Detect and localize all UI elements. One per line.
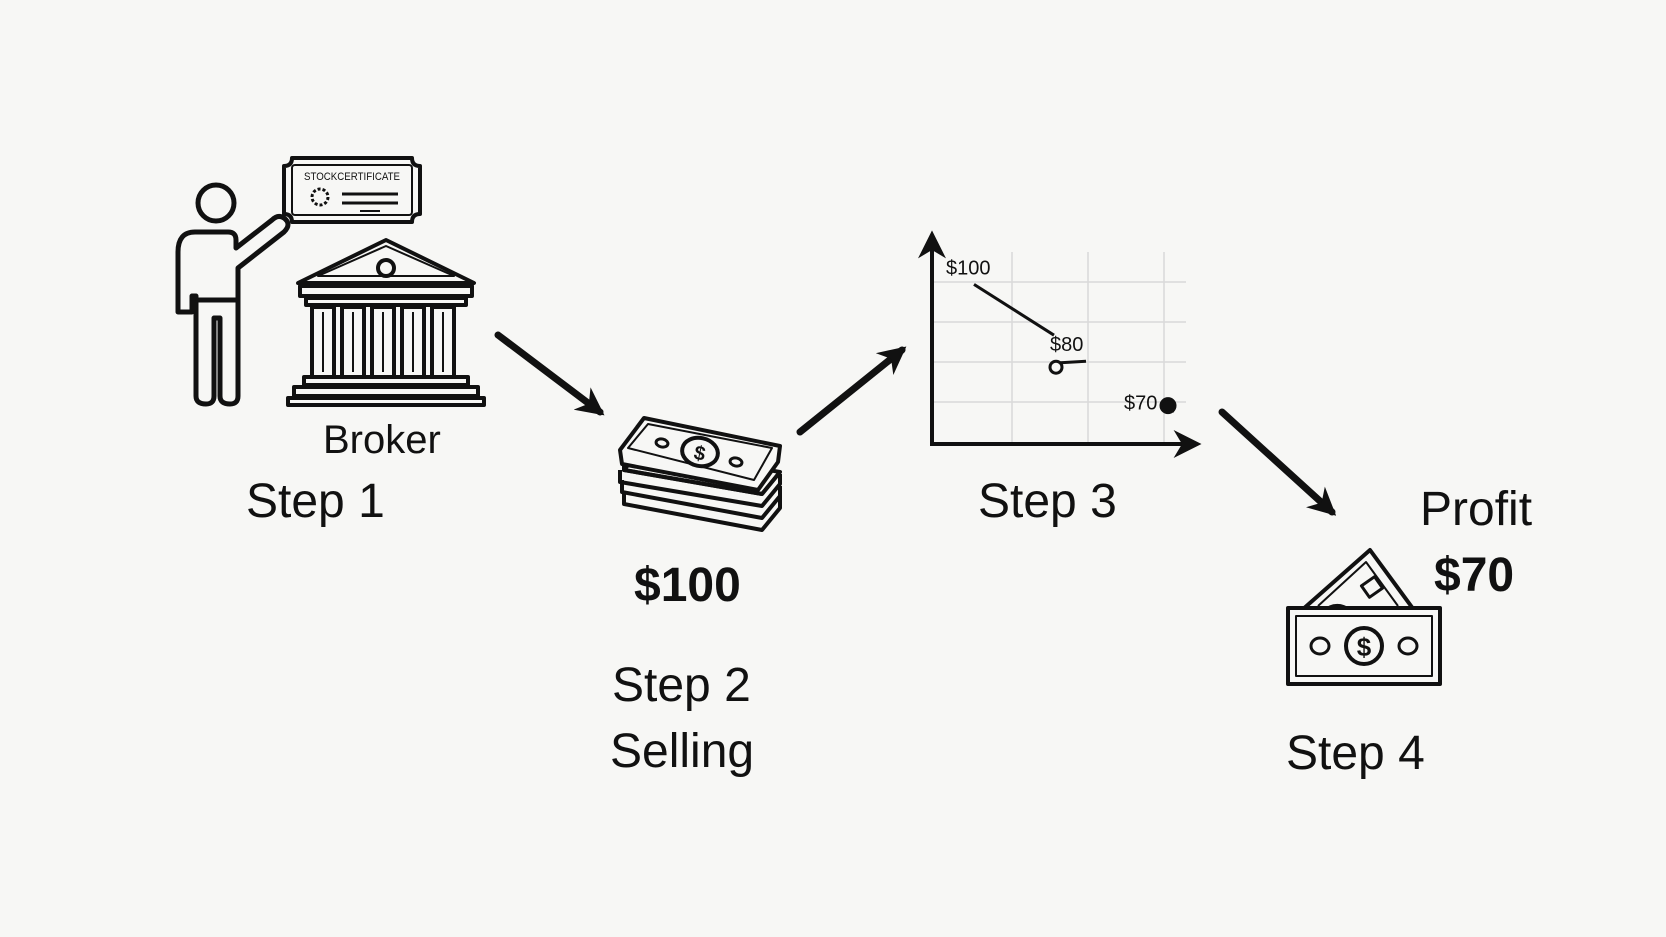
bank-building-icon (286, 238, 486, 407)
step-4-label: Step 4 (1286, 727, 1425, 780)
money-stack-icon: $ (618, 416, 782, 532)
step-2-amount: $100 (634, 559, 741, 612)
chart-point-label: $100 (946, 257, 991, 279)
chart-point (1048, 359, 1064, 375)
chart-point-label: $70 (1124, 393, 1157, 415)
chart-line-segment (973, 283, 1055, 337)
certificate-text: STOCKCERTIFICATE (304, 171, 400, 183)
step-2-label: Step 2 (612, 659, 751, 712)
stock-certificate-icon: STOCKCERTIFICATE (282, 156, 422, 224)
price-drop-chart-icon: $100 $80 $70 (918, 230, 1202, 458)
svg-text:$: $ (692, 442, 707, 466)
profit-label: Profit (1420, 483, 1533, 536)
arrow-icon (1218, 408, 1337, 516)
chart-points (1048, 359, 1177, 415)
broker-label: Broker (323, 418, 441, 462)
step-3-label: Step 3 (978, 475, 1117, 528)
svg-text:$: $ (1357, 632, 1372, 662)
profit-amount: $70 (1434, 549, 1515, 602)
arrow-icon (796, 346, 907, 436)
step-1-label: Step 1 (246, 475, 385, 528)
chart-point (1159, 397, 1177, 415)
step-2-sublabel: Selling (610, 725, 755, 778)
person-icon (175, 182, 291, 407)
cash-bills-icon: $ (1286, 548, 1442, 686)
chart-point-label: $80 (1050, 334, 1083, 356)
chart-labels: $100 $80 $70 (946, 257, 1157, 414)
arrow-icon (494, 331, 605, 416)
